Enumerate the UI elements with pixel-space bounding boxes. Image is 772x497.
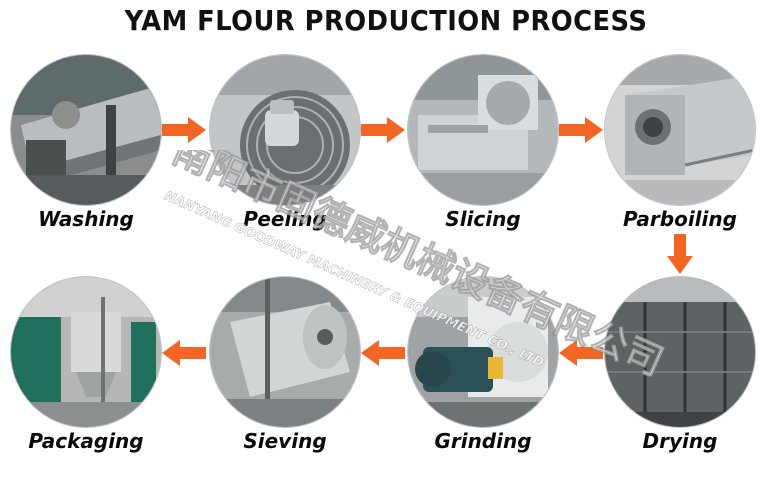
step-washing: Washing [11, 55, 171, 275]
peeling-photo [210, 55, 360, 205]
page-title: YAM FLOUR PRODUCTION PROCESS [124, 4, 648, 37]
packaging-photo [11, 277, 161, 427]
slicing-photo [408, 55, 558, 205]
step-label: Washing [38, 207, 134, 231]
step-label: Packaging [28, 429, 144, 453]
step-label: Sieving [243, 429, 327, 453]
arrow-left-icon [162, 340, 206, 366]
drying-photo [605, 277, 755, 427]
arrow-right-icon [361, 117, 405, 143]
step-label: Parboiling [623, 207, 737, 231]
arrow-right-icon [162, 117, 206, 143]
step-parboiling: Parboiling [605, 55, 765, 275]
sieving-photo [210, 277, 360, 427]
step-peeling: Peeling [210, 55, 370, 275]
step-label: Peeling [243, 207, 327, 231]
arrow-right-icon [559, 117, 603, 143]
arrow-left-icon [559, 340, 603, 366]
washing-photo [11, 55, 161, 205]
step-sieving: Sieving [210, 277, 370, 497]
step-label: Drying [642, 429, 718, 453]
arrow-left-icon [361, 340, 405, 366]
step-grinding: Grinding [408, 277, 568, 497]
step-label: Slicing [445, 207, 521, 231]
step-packaging: Packaging [11, 277, 171, 497]
arrow-down-icon [667, 234, 693, 274]
step-drying: Drying [605, 277, 765, 497]
parboiling-photo [605, 55, 755, 205]
step-label: Grinding [434, 429, 532, 453]
grinding-photo [408, 277, 558, 427]
step-slicing: Slicing [408, 55, 568, 275]
